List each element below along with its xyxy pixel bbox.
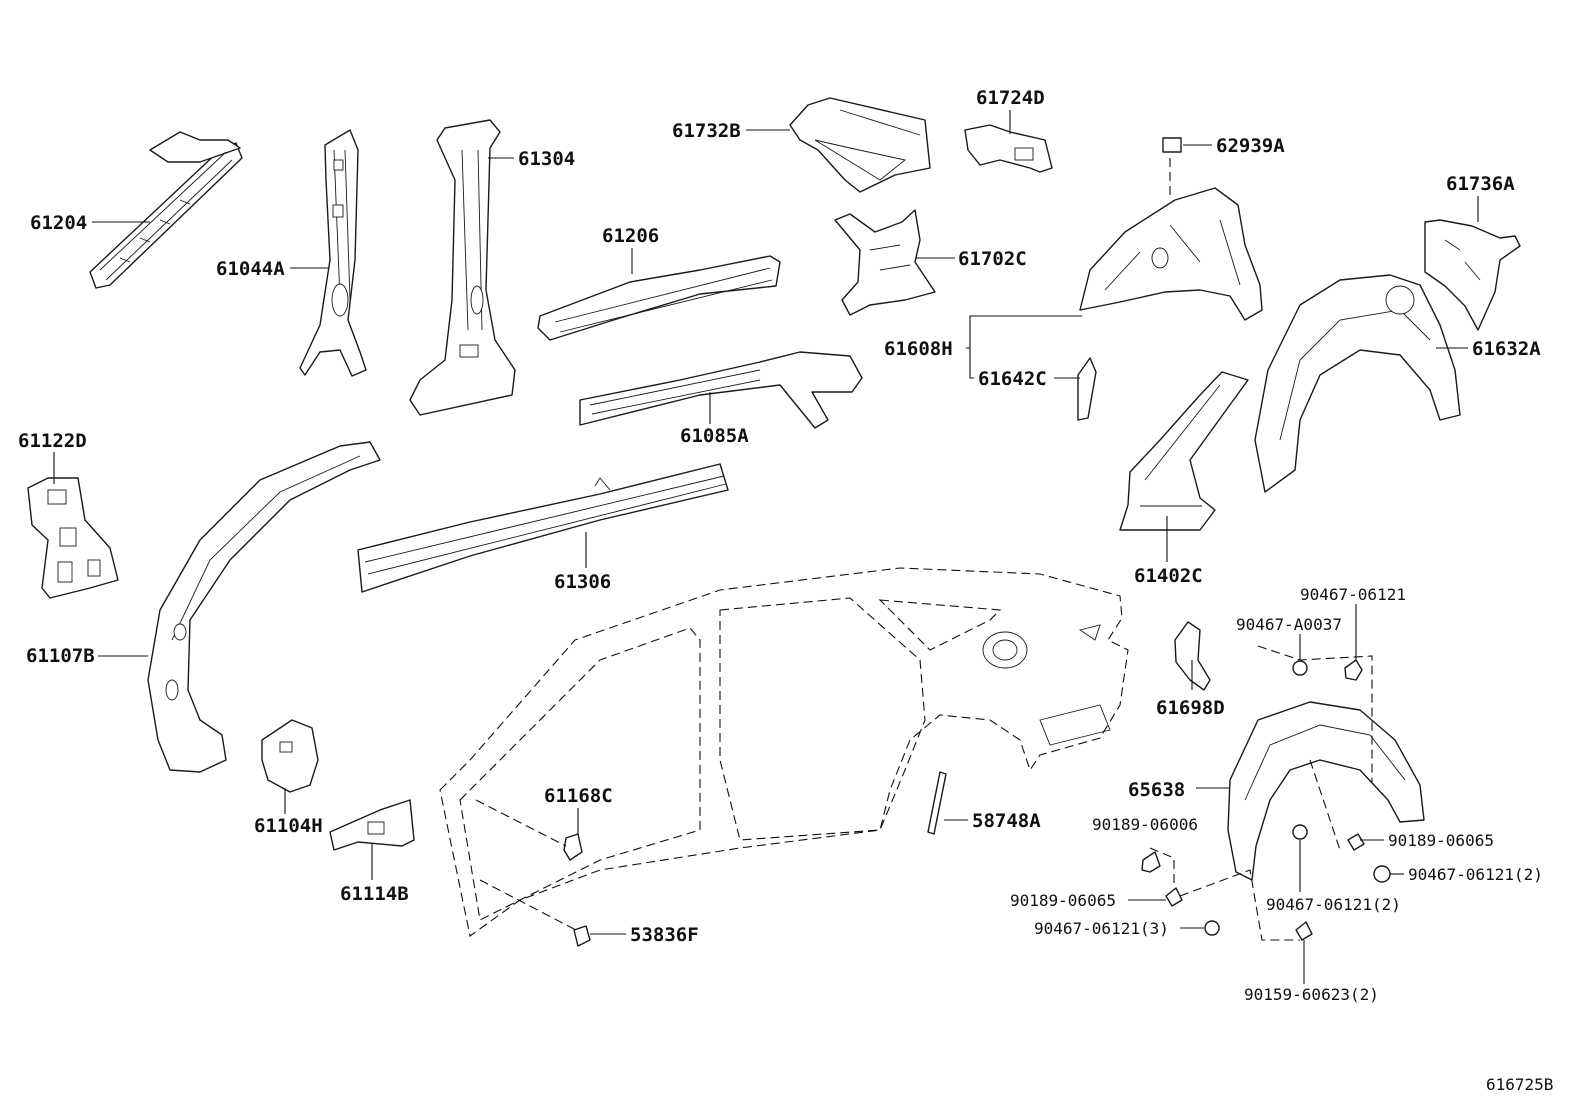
part-61608H[interactable]: [1079, 187, 1263, 321]
label-90467-06121-3[interactable]: 90467-06121(3): [1034, 919, 1169, 938]
label-61702C[interactable]: 61702C: [958, 248, 1027, 270]
label-62939A[interactable]: 62939A: [1216, 135, 1285, 157]
part-90159-60623[interactable]: [1295, 921, 1313, 941]
part-62939A[interactable]: [1162, 137, 1182, 153]
label-61304[interactable]: 61304: [518, 148, 575, 170]
part-90189-06065-l[interactable]: [1165, 887, 1183, 907]
label-61104H[interactable]: 61104H: [254, 815, 323, 837]
part-61736A[interactable]: [1424, 219, 1521, 331]
label-61642C[interactable]: 61642C: [978, 368, 1047, 390]
part-90189-06065-r[interactable]: [1347, 833, 1365, 851]
part-61632A[interactable]: [1254, 274, 1461, 493]
part-side-body: [439, 567, 1129, 937]
label-61736A[interactable]: 61736A: [1446, 173, 1515, 195]
label-61168C[interactable]: 61168C: [544, 785, 613, 807]
label-61632A[interactable]: 61632A: [1472, 338, 1541, 360]
label-61122D[interactable]: 61122D: [18, 430, 87, 452]
part-61168C[interactable]: [563, 833, 583, 861]
part-61206[interactable]: [537, 255, 781, 341]
label-61402C[interactable]: 61402C: [1134, 565, 1203, 587]
label-61107B[interactable]: 61107B: [26, 645, 95, 667]
label-90189-06006[interactable]: 90189-06006: [1092, 815, 1198, 834]
part-53836F[interactable]: [573, 925, 591, 947]
label-61724D[interactable]: 61724D: [976, 87, 1045, 109]
label-90189-06065-l[interactable]: 90189-06065: [1010, 891, 1116, 910]
part-90467-06121-2c[interactable]: [1292, 824, 1308, 840]
label-53836F[interactable]: 53836F: [630, 924, 699, 946]
part-65638[interactable]: [1227, 701, 1425, 881]
label-90467-06121-2r[interactable]: 90467-06121(2): [1408, 865, 1543, 884]
label-61085A[interactable]: 61085A: [680, 425, 749, 447]
label-58748A[interactable]: 58748A: [972, 810, 1041, 832]
part-61698D[interactable]: [1174, 621, 1211, 691]
label-61204[interactable]: 61204: [30, 212, 87, 234]
label-90467-06121-2c[interactable]: 90467-06121(2): [1266, 895, 1401, 914]
part-90189-06006[interactable]: [1141, 851, 1161, 873]
part-61104H[interactable]: [261, 719, 319, 793]
part-61642C[interactable]: [1077, 357, 1097, 421]
part-61304[interactable]: [409, 119, 516, 416]
label-61114B[interactable]: 61114B: [340, 883, 409, 905]
part-90467-06121-top[interactable]: [1344, 659, 1363, 681]
part-labels: 61204 61044A 61304 61732B 61724D 62939A …: [18, 87, 1543, 1004]
part-61402C[interactable]: [1119, 371, 1249, 531]
label-90467-A0037[interactable]: 90467-A0037: [1236, 615, 1342, 634]
part-61085A[interactable]: [579, 351, 863, 429]
part-61724D[interactable]: [964, 124, 1053, 173]
label-61698D[interactable]: 61698D: [1156, 697, 1225, 719]
label-61044A[interactable]: 61044A: [216, 258, 285, 280]
part-61044A[interactable]: [299, 129, 367, 377]
label-61206[interactable]: 61206: [602, 225, 659, 247]
label-90159-60623[interactable]: 90159-60623(2): [1244, 985, 1379, 1004]
part-61204[interactable]: [89, 131, 243, 289]
part-90467-06121-2r[interactable]: [1373, 865, 1391, 883]
part-58748A[interactable]: [927, 771, 947, 835]
part-61306[interactable]: [357, 463, 729, 593]
label-90189-06065-r[interactable]: 90189-06065: [1388, 831, 1494, 850]
part-61732B[interactable]: [789, 97, 931, 193]
part-61122D[interactable]: [27, 477, 119, 599]
part-90467-A0037[interactable]: [1292, 660, 1308, 676]
part-61107B[interactable]: [147, 441, 381, 773]
label-61306[interactable]: 61306: [554, 571, 611, 593]
label-90467-06121-top[interactable]: 90467-06121: [1300, 585, 1406, 604]
diagram-id: 616725B: [1486, 1075, 1553, 1094]
label-61608H[interactable]: 61608H: [884, 338, 953, 360]
label-65638[interactable]: 65638: [1128, 779, 1185, 801]
leader-lines: [53, 110, 1479, 984]
part-90467-06121-3[interactable]: [1204, 920, 1220, 936]
part-61702C[interactable]: [834, 209, 936, 316]
label-61732B[interactable]: 61732B: [672, 120, 741, 142]
part-61114B[interactable]: [329, 799, 415, 851]
